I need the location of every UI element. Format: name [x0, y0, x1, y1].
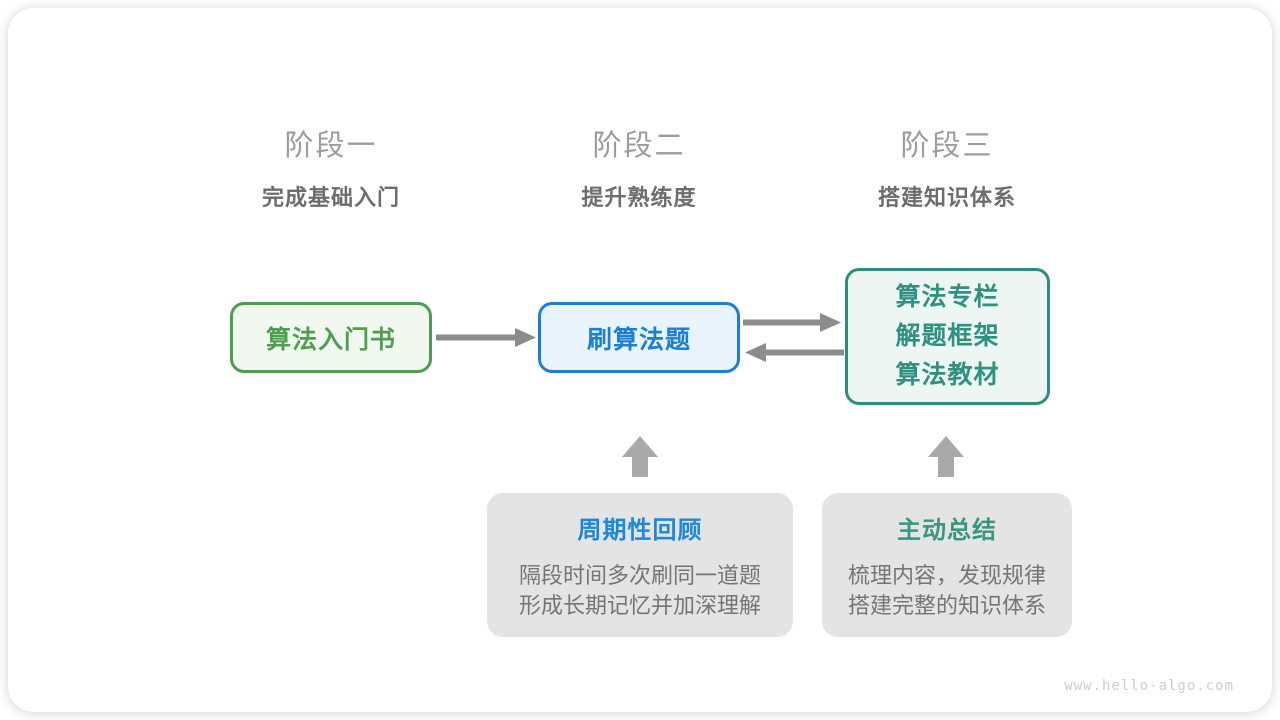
stage-header-2: 阶段二 提升熟练度	[581, 122, 696, 212]
watermark-url: www.hello-algo.com	[1064, 678, 1234, 694]
note-active-summary: 主动总结 梳理内容，发现规律 搭建完整的知识体系	[822, 493, 1072, 637]
stage-1-label: 阶段一	[284, 130, 378, 162]
note-periodic-review-body-line-1: 隔段时间多次刷同一道题	[518, 562, 761, 588]
node-practice-label: 刷算法题	[586, 325, 691, 354]
node-resources-line-2: 解题框架	[895, 322, 1000, 350]
stage-3-subtitle: 搭建知识体系	[877, 185, 1017, 210]
note-periodic-review-body-line-2: 形成长期记忆并加深理解	[518, 592, 761, 618]
note-active-summary-body-line-1: 梳理内容，发现规律	[847, 562, 1046, 588]
node-resources: 算法专栏 解题框架 算法教材	[845, 268, 1050, 405]
node-practice: 刷算法题	[538, 302, 740, 373]
note-periodic-review: 周期性回顾 隔段时间多次刷同一道题 形成长期记忆并加深理解	[487, 493, 793, 637]
stage-3-label: 阶段三	[900, 130, 994, 162]
node-resources-line-3: 算法教材	[895, 361, 1000, 389]
stage-header-3: 阶段三 搭建知识体系	[878, 122, 1016, 212]
arrow-up-icon	[622, 436, 658, 477]
stage-2-label: 阶段二	[592, 130, 686, 162]
stage-1-subtitle: 完成基础入门	[261, 185, 401, 210]
note-active-summary-title: 主动总结	[897, 516, 997, 544]
stage-header-1: 阶段一 完成基础入门	[262, 122, 400, 212]
arrow-up-icon	[928, 436, 964, 477]
note-active-summary-body-line-2: 搭建完整的知识体系	[847, 592, 1046, 618]
stage-2-subtitle: 提升熟练度	[581, 185, 697, 210]
node-resources-line-1: 算法专栏	[895, 283, 1000, 311]
node-intro-book-label: 算法入门书	[265, 325, 396, 354]
node-intro-book: 算法入门书	[230, 302, 432, 373]
note-periodic-review-title: 周期性回顾	[577, 516, 703, 544]
